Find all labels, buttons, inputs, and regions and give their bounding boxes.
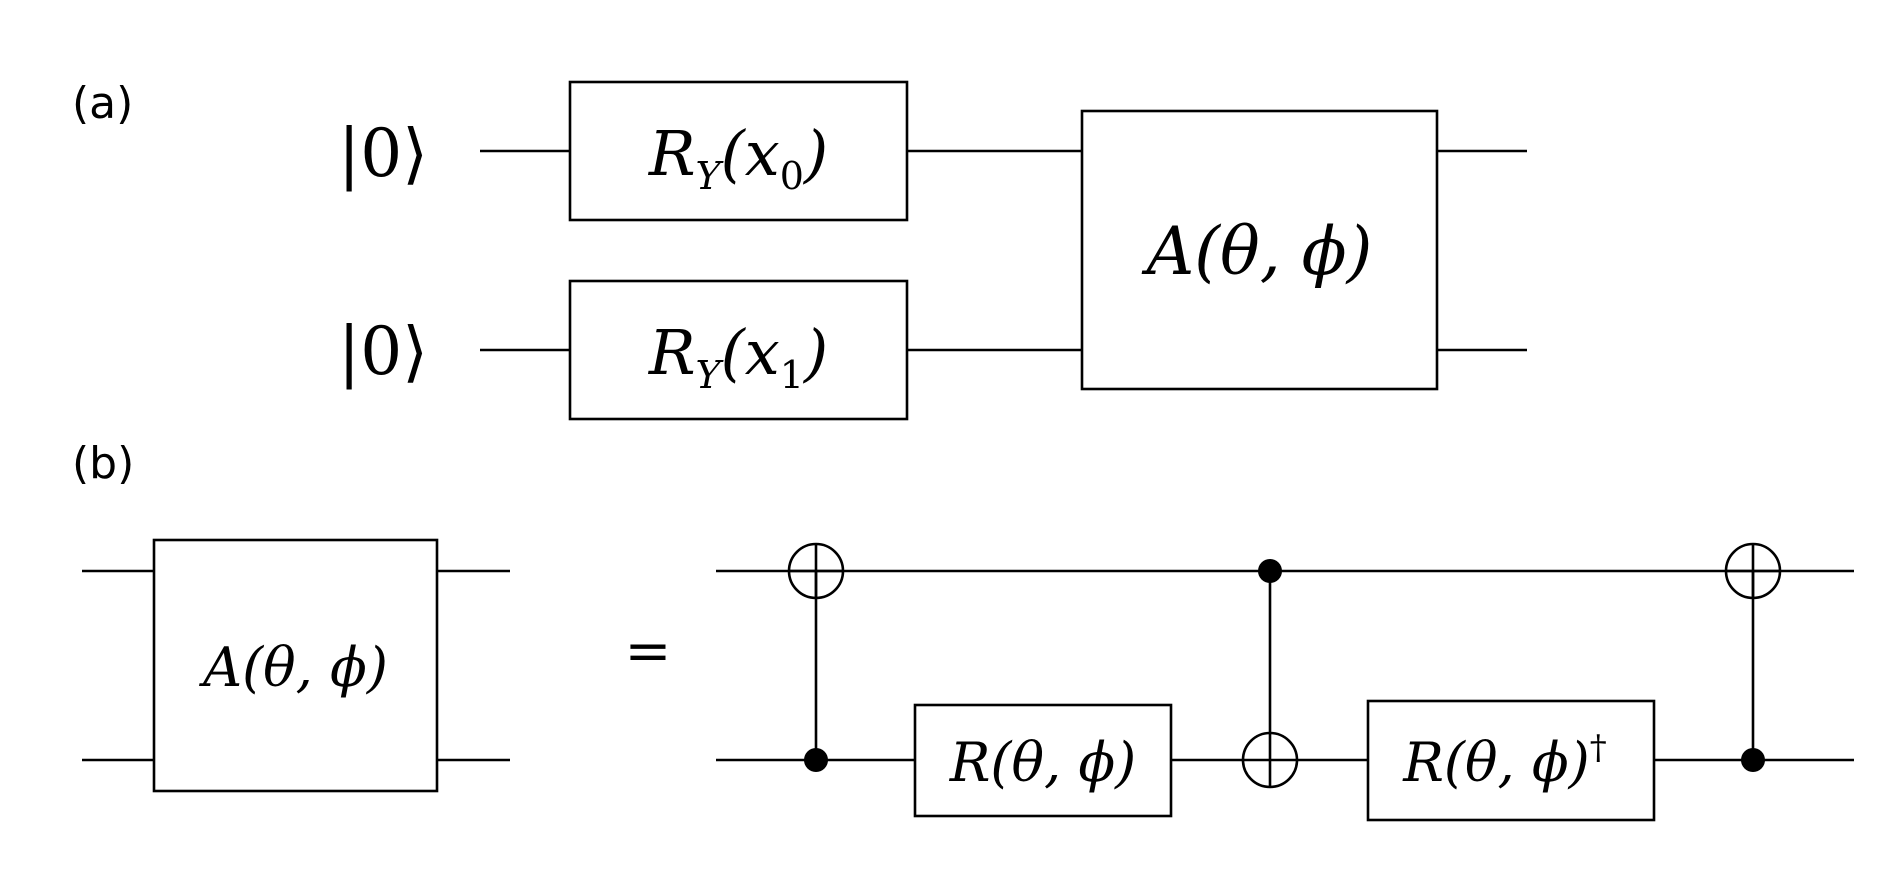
ry-x0-gate: RY(x0) xyxy=(568,80,909,222)
ry-x0-arg: (x xyxy=(721,117,780,190)
input-ket-q1: |0⟩ xyxy=(338,313,428,390)
cnot-2-target-oplus xyxy=(1241,731,1299,789)
r-dagger-sup: † xyxy=(1590,728,1607,768)
a-theta-phi-block-b: A(θ, ϕ) xyxy=(152,538,439,793)
a-block-label: A(θ, ϕ) xyxy=(1141,213,1373,290)
input-ket-q0: |0⟩ xyxy=(338,115,428,192)
ry-x1-arg-sub: 1 xyxy=(780,353,804,397)
r-dagger-base: R(θ, ϕ) xyxy=(1402,731,1589,794)
svg-text:RY(x1): RY(x1) xyxy=(648,316,828,397)
panel-a-label: (a) xyxy=(72,78,133,129)
cnot-1 xyxy=(787,542,845,772)
ry-x0-close: ) xyxy=(802,117,828,190)
cnot-2 xyxy=(1241,559,1299,789)
svg-text:RY(x0): RY(x0) xyxy=(648,117,828,198)
a-block-b-label: A(θ, ϕ) xyxy=(198,636,388,699)
svg-text:R(θ, ϕ)†: R(θ, ϕ)† xyxy=(1402,728,1606,794)
ry-x1-close: ) xyxy=(802,316,828,389)
cnot-3-control-dot xyxy=(1741,748,1765,772)
r-theta-phi-dagger-gate: R(θ, ϕ)† xyxy=(1366,699,1656,822)
r-theta-phi-gate: R(θ, ϕ) xyxy=(913,703,1173,818)
ry-x1-base: R xyxy=(648,316,696,389)
equals-sign: = xyxy=(625,619,672,684)
ry-x1-gate: RY(x1) xyxy=(568,279,909,421)
cnot-2-control-dot xyxy=(1258,559,1282,583)
ry-x1-sub: Y xyxy=(696,353,725,397)
ry-x0-sub: Y xyxy=(696,154,725,198)
cnot-3-target-oplus xyxy=(1724,542,1782,600)
ry-x1-arg: (x xyxy=(721,316,780,389)
ry-x0-base: R xyxy=(648,117,696,190)
a-theta-phi-block: A(θ, ϕ) xyxy=(1080,109,1439,391)
r-gate-label: R(θ, ϕ) xyxy=(949,731,1136,794)
cnot-3 xyxy=(1724,542,1782,772)
panel-b-label: (b) xyxy=(72,438,134,489)
cnot-1-control-dot xyxy=(804,748,828,772)
cnot-1-target-oplus xyxy=(787,542,845,600)
ry-x0-arg-sub: 0 xyxy=(780,154,804,198)
